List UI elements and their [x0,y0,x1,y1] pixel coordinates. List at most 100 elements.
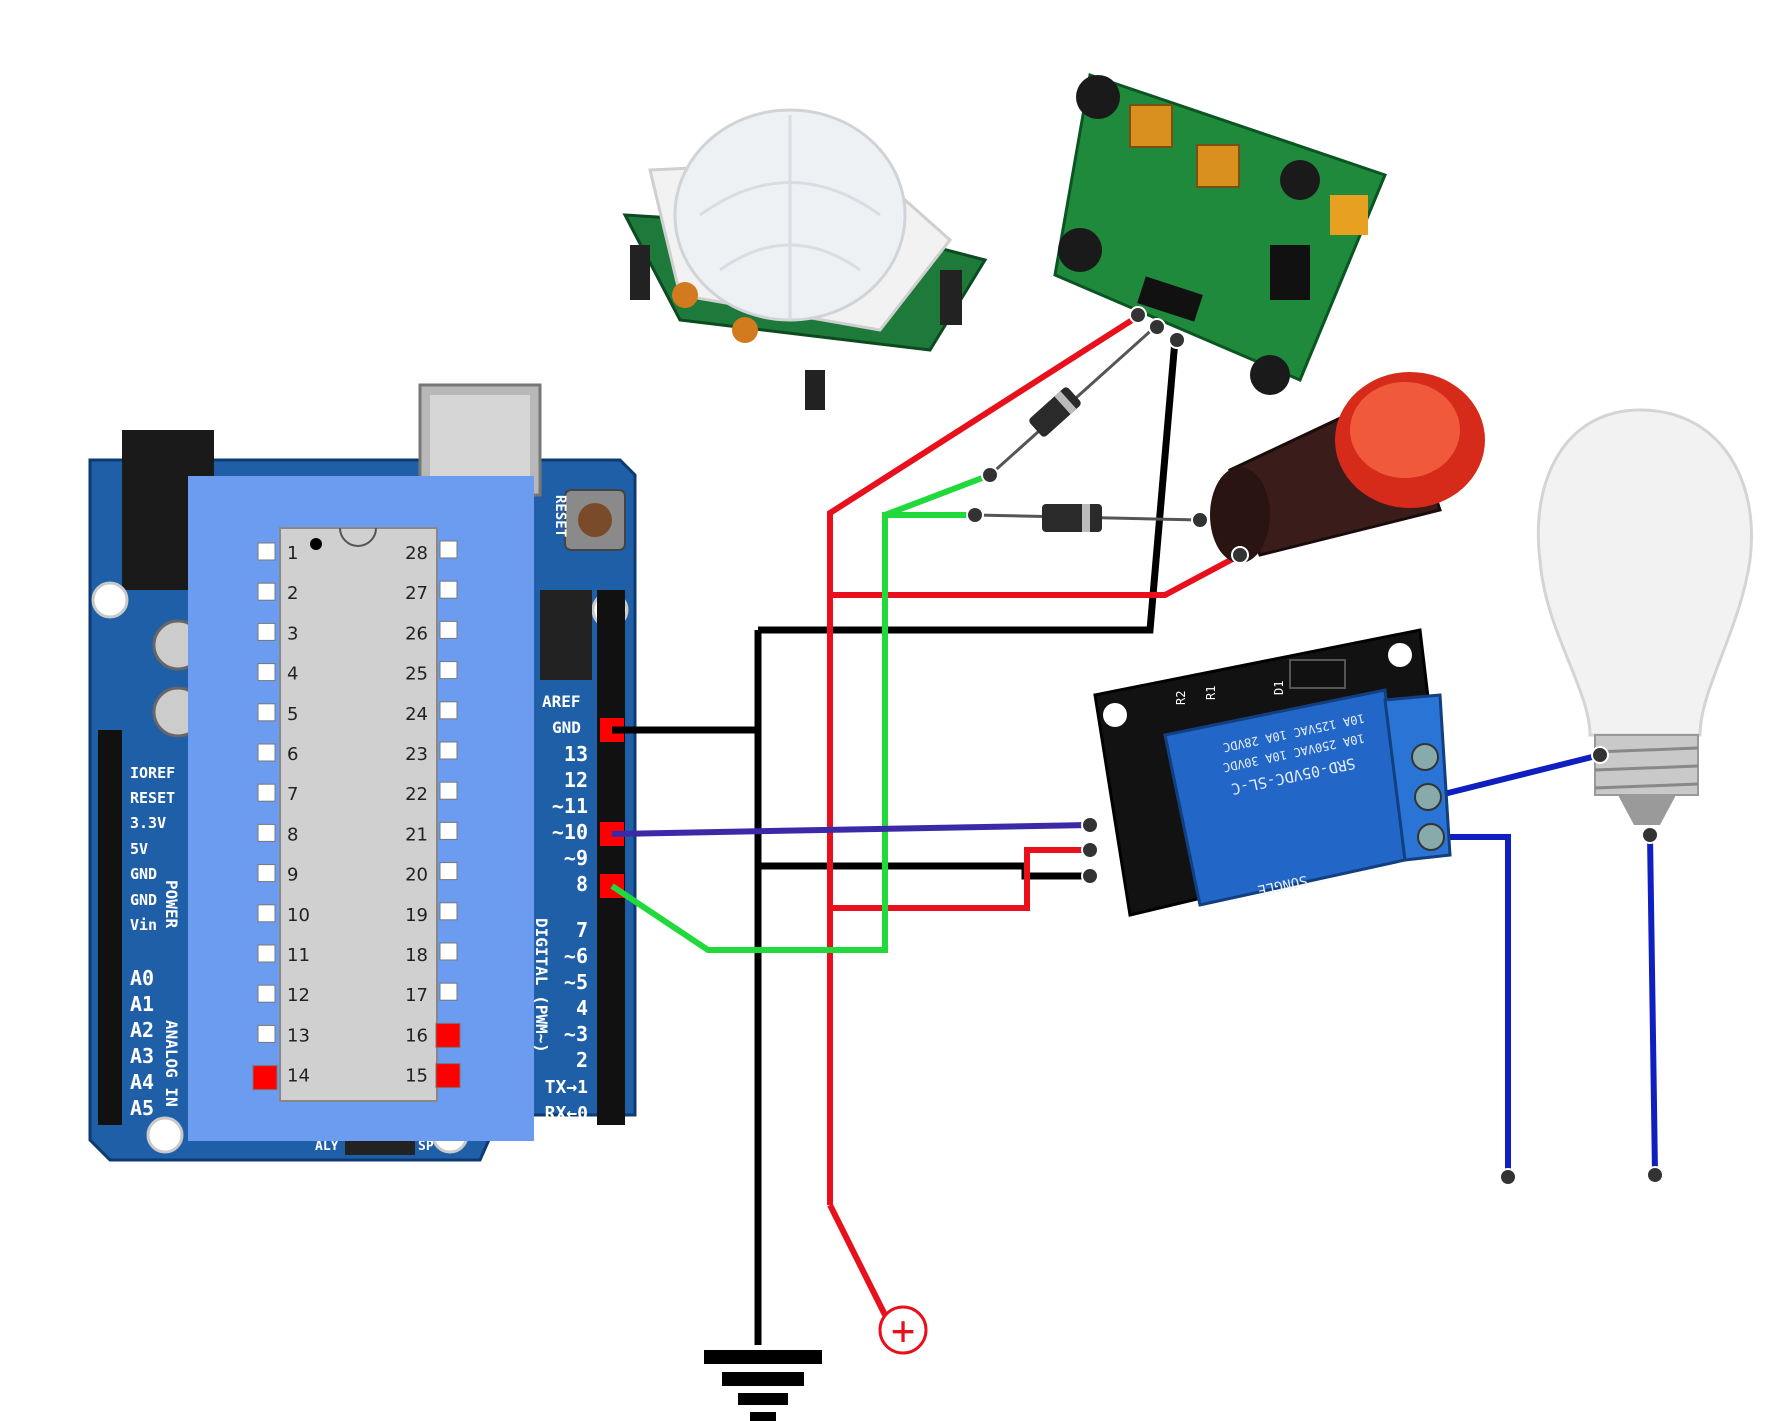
power-title: POWER [162,880,181,929]
relay-silk-d1: D1 [1272,681,1286,695]
label-vin: Vin [130,916,157,934]
diode-2-terminal [966,506,984,524]
chip-pin-label: 19 [405,905,428,926]
label-gnd-1: GND [130,865,157,883]
chip-pin-pad [435,1063,461,1089]
label-ioref: IOREF [130,764,175,782]
chip-pin-label: 12 [287,985,310,1006]
label-d1: TX→1 [545,1077,588,1098]
chip-pin-label: 5 [287,704,298,725]
chip-pin-label: 24 [405,704,428,725]
relay-silk-r1: R1 [1204,686,1218,700]
pir-pin-vcc [1129,306,1147,324]
chip-pin-pad [439,902,458,921]
chip-pin-pad [257,823,276,842]
label-d2: 2 [576,1048,588,1072]
chip-pin-label: 9 [287,865,298,886]
pin1-marker [310,538,322,550]
wire-d10 [611,822,1091,837]
bottom-right-label: SP [418,1139,434,1154]
label-d10: ~10 [552,820,588,844]
chip-pin-pad [435,1022,461,1048]
chip-pin-pad [257,703,276,722]
bottom-left-label: ALY [315,1139,339,1154]
analog-title: ANALOG IN [162,1020,181,1107]
label-3v3: 3.3V [130,814,166,832]
lamp-terminal-2 [1231,546,1249,564]
reset-label: RESET [552,495,568,537]
chip-pin-label: 7 [287,784,298,805]
chip-pin-pad [257,542,276,561]
relay-silk-r2: R2 [1174,691,1188,705]
label-d4: 4 [576,996,588,1020]
diode-2 [1042,504,1102,532]
label-d7: 7 [576,918,588,942]
chip-pin-label: 1 [287,543,298,564]
label-d8: 8 [576,872,588,896]
chip-pin-label: 18 [405,945,428,966]
chip-pin-pad [439,701,458,720]
chip-pin-label: 15 [405,1066,428,1087]
analog-labels: A0 A1 A2 A3 A4 A5 ANALOG IN [130,966,181,1120]
label-d9: ~9 [564,846,588,870]
label-d6: ~6 [564,944,588,968]
chip-pin-label: 17 [405,985,428,1006]
pir-sensor-front [622,108,988,410]
mounting-hole [91,581,129,619]
indicator-lamp [1210,372,1485,563]
relay-jumper [1289,659,1346,689]
label-gnd-2: GND [130,891,157,909]
wire-5v-main [827,312,1142,1205]
label-a1: A1 [130,992,154,1016]
wires [610,312,1658,1345]
chip-pin-label: 20 [405,865,428,886]
relay-pin-vcc [1081,841,1099,859]
chip-pin-pad [439,982,458,1001]
label-d0: RX←0 [545,1103,588,1124]
chip-pin-pad [257,582,276,601]
light-bulb [1536,408,1753,825]
chip-pin-label: 8 [287,824,298,845]
pir-sensor-back [1053,73,1387,395]
relay-module: SRD-05VDC-SL-C 10A 250VAC 10A 30VDC 10A … [1093,628,1452,917]
digital-header [597,590,625,1125]
chip-notch [339,527,377,547]
wire-lamp-out [1647,834,1658,1174]
chip-pin-label: 16 [405,1025,428,1046]
wire-signal-d8 [610,512,975,953]
label-gnd: GND [552,718,581,737]
chip-pin-label: 3 [287,623,298,644]
chip-pin-label: 6 [287,744,298,765]
diode-1-terminal [981,466,999,484]
label-a3: A3 [130,1044,154,1068]
chip-pin-label: 11 [287,945,310,966]
icsp-header [540,590,592,680]
wire-signal-diode [883,472,992,518]
label-d5: ~5 [564,970,588,994]
wire-ac-out [1440,834,1511,1175]
relay-hole [1388,643,1412,667]
chip-pin-label: 21 [405,824,428,845]
ac-terminal-2 [1646,1166,1664,1184]
chip-pin-pad [257,864,276,883]
chip-pin-label: 27 [405,583,428,604]
reset-button-cap[interactable] [578,503,612,537]
chip-pin-pad [257,984,276,1003]
chip-body [279,527,438,1102]
chip-pin-label: 23 [405,744,428,765]
chip-pin-label: 14 [287,1066,310,1087]
wire-gnd-pir [758,339,1179,634]
power-header [98,730,122,1125]
chip-pin-pad [257,622,276,641]
label-d3: ~3 [564,1022,588,1046]
digital-labels: 13 12 ~11 ~10 ~9 8 7 ~6 ~5 4 ~3 2 TX→1 R… [532,742,588,1124]
chip-pin-label: 13 [287,1025,310,1046]
chip-pin-pad [439,862,458,881]
label-a2: A2 [130,1018,154,1042]
ground-symbol [704,1350,822,1421]
chip-pin-label: 26 [405,623,428,644]
power-labels: IOREF RESET 3.3V 5V GND GND Vin POWER [130,764,181,934]
